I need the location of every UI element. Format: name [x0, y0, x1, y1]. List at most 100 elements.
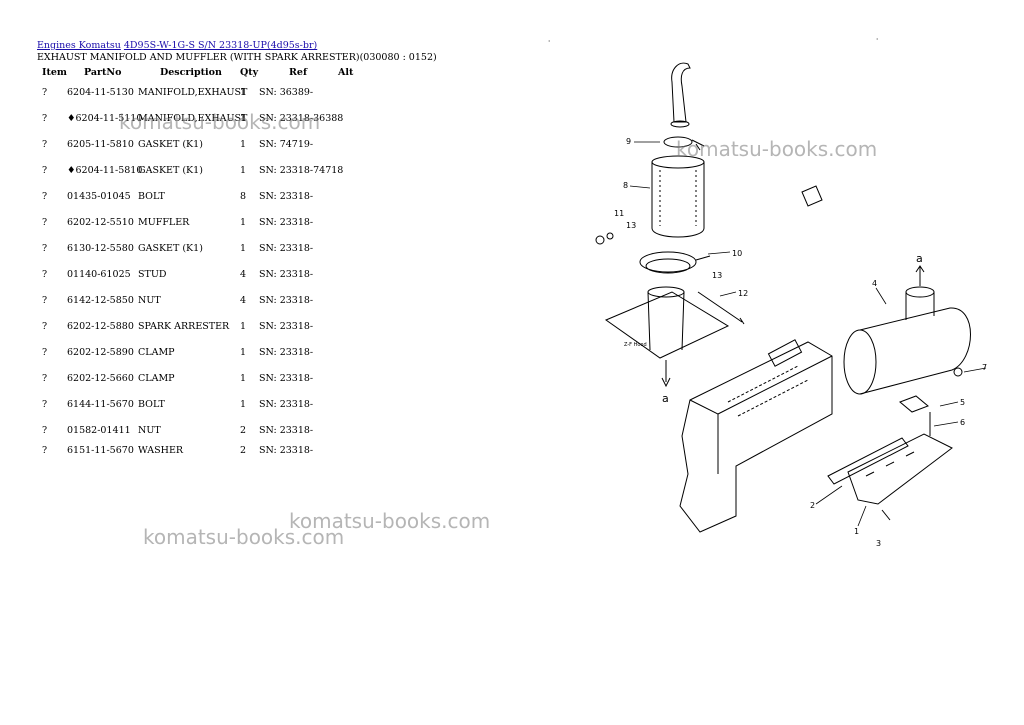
gasket-5 [899, 395, 929, 413]
cell-ref: SN: 23318- [259, 191, 314, 202]
cell-description: NUT [138, 425, 161, 436]
table-row: ? 6202-12-5880 SPARK ARRESTER 1 SN: 2331… [0, 321, 420, 335]
cell-description: GASKET (K1) [138, 139, 203, 150]
cell-description: MANIFOLD,EXHAUST [138, 87, 248, 98]
callout-3: 3 [876, 539, 881, 548]
cell-qty: 2 [240, 445, 247, 456]
cell-ref: SN: 23318- [259, 217, 314, 228]
table-row: ? 6130-12-5580 GASKET (K1) 1 SN: 23318- [0, 243, 420, 257]
table-row: ? 6205-11-5810 GASKET (K1) 1 SN: 74719- [0, 139, 420, 153]
cell-description: BOLT [138, 399, 165, 410]
corner-mark: ˌ [548, 34, 551, 43]
table-row: ? 6204-11-5130 MANIFOLD,EXHAUST 1 SN: 36… [0, 87, 420, 101]
cell-partno: 01140-61025 [67, 269, 131, 280]
table-row: ? 01582-01411 NUT 2 SN: 23318- [0, 425, 420, 439]
cell-qty: 1 [240, 87, 247, 98]
cell-partno: ♦6204-11-5110 [67, 113, 143, 124]
cell-ref: SN: 23318- [259, 445, 314, 456]
engine-block [679, 339, 833, 533]
callout-4: 4 [872, 279, 877, 288]
cell-qty: 4 [240, 295, 247, 306]
cell-qty: 1 [240, 399, 247, 410]
nut-7 [953, 367, 963, 377]
cell-item: ? [42, 165, 48, 176]
cell-partno: 6130-12-5580 [67, 243, 134, 254]
cell-ref: SN: 74719- [259, 139, 314, 150]
header-item: Item [42, 67, 67, 78]
callout-5: 5 [960, 398, 965, 407]
header-description: Description [160, 67, 222, 78]
cell-item: ? [42, 113, 48, 124]
breadcrumb-link-model[interactable]: 4D95S-W-1G-S S/N 23318-UP(4d95s-br) [123, 40, 318, 51]
leader-lines [629, 141, 987, 527]
cell-ref: SN: 23318- [259, 347, 314, 358]
header-alt: Alt [338, 67, 354, 78]
cell-ref: SN: 23318- [259, 269, 314, 280]
callout-10: 10 [732, 249, 742, 258]
muffler-4 [843, 265, 971, 395]
cell-item: ? [42, 87, 48, 98]
table-row: ? 6142-12-5850 NUT 4 SN: 23318- [0, 295, 420, 309]
cell-partno: 6142-12-5850 [67, 295, 134, 306]
clamp-9 [663, 136, 705, 151]
header-qty: Qty [240, 67, 259, 78]
cell-partno: 01582-01411 [67, 425, 131, 436]
cell-item: ? [42, 139, 48, 150]
clamp-10 [639, 251, 711, 274]
callout-9: 9 [626, 137, 631, 146]
cell-description: GASKET (K1) [138, 165, 203, 176]
cell-qty: 1 [240, 139, 247, 150]
cell-description: MANIFOLD,EXHAUST [138, 113, 248, 124]
parts-diagram: 9 8 11 13 10 13 12 4 7 5 6 2 1 3 a a Z-F… [595, 62, 987, 548]
spark-arrester-8 [651, 155, 705, 238]
callout-7: 7 [982, 363, 987, 372]
cell-item: ? [42, 269, 48, 280]
table-row: ? ♦6204-11-5810 GASKET (K1) 1 SN: 23318-… [0, 165, 420, 179]
hood-note: Z-F Hood [624, 342, 647, 348]
tailpipe [670, 62, 691, 128]
cell-partno: 6204-11-5130 [67, 87, 134, 98]
cell-ref: SN: 23318- [259, 425, 314, 436]
cell-item: ? [42, 373, 48, 384]
callout-13: 13 [626, 221, 636, 230]
cell-description: BOLT [138, 191, 165, 202]
cell-partno: 6202-12-5880 [67, 321, 134, 332]
cell-partno: 6202-12-5660 [67, 373, 134, 384]
cell-description: CLAMP [138, 347, 175, 358]
cell-partno: 6202-12-5890 [67, 347, 134, 358]
cell-ref: SN: 23318- [259, 321, 314, 332]
cell-item: ? [42, 399, 48, 410]
cell-ref: SN: 23318- [259, 399, 314, 410]
watermark: komatsu-books.com [289, 509, 491, 533]
table-row: ? 6202-12-5510 MUFFLER 1 SN: 23318- [0, 217, 420, 231]
cell-qty: 1 [240, 321, 247, 332]
cell-ref: SN: 23318- [259, 295, 314, 306]
table-row: ? 6151-11-5670 WASHER 2 SN: 23318- [0, 445, 420, 459]
letter-a-pipe: a [662, 392, 669, 405]
cell-partno: 6144-11-5670 [67, 399, 134, 410]
cell-qty: 8 [240, 191, 247, 202]
cell-qty: 1 [240, 165, 247, 176]
cell-ref: SN: 23318-74718 [259, 165, 344, 176]
cell-qty: 1 [240, 113, 247, 124]
cell-partno: 6151-11-5670 [67, 445, 134, 456]
callout-12: 11 [614, 209, 624, 218]
table-row: ? 6202-12-5660 CLAMP 1 SN: 23318- [0, 373, 420, 387]
cell-description: GASKET (K1) [138, 243, 203, 254]
table-row: ? 6202-12-5890 CLAMP 1 SN: 23318- [0, 347, 420, 361]
breadcrumb-link-engines[interactable]: Engines Komatsu [37, 40, 121, 51]
cell-item: ? [42, 321, 48, 332]
cell-description: CLAMP [138, 373, 175, 384]
nut-12 [595, 232, 614, 245]
gasket-2 [827, 437, 909, 485]
cell-ref: SN: 23318- [259, 373, 314, 384]
cell-item: ? [42, 191, 48, 202]
table-row: ? 01435-01045 BOLT 8 SN: 23318- [0, 191, 420, 205]
header-partno: PartNo [84, 67, 122, 78]
outlet-pipe [604, 286, 730, 388]
cell-item: ? [42, 243, 48, 254]
callout-11: 12 [738, 289, 748, 298]
bolt-3 [881, 509, 891, 521]
cell-ref: SN: 23318-36388 [259, 113, 344, 124]
exhaust-manifold-1 [847, 433, 953, 505]
